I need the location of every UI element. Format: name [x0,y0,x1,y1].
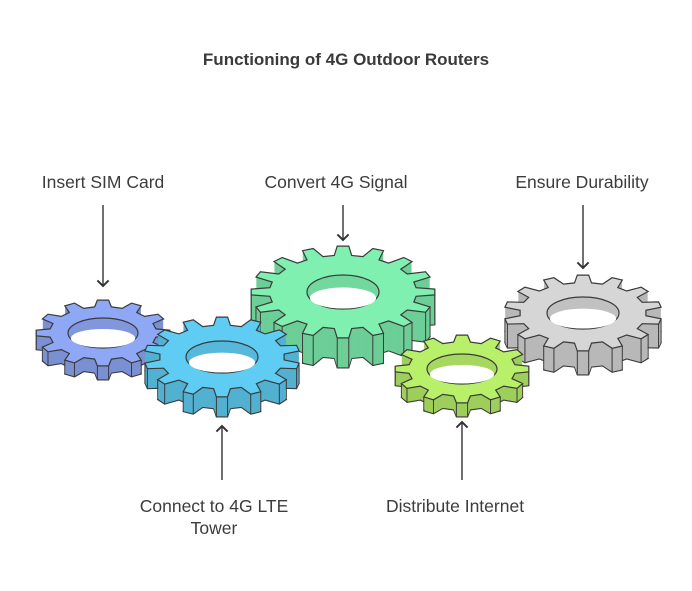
gear-distribute-internet [394,334,530,418]
gear-ensure-durability [504,274,662,376]
label-distribute-internet: Distribute Internet [385,496,525,516]
label-connect-4g-lte-tower: Connect to 4G LTE Tower [139,496,289,538]
label-insert-sim-card: Insert SIM Card [41,172,165,192]
gear-connect-lte-tower [144,316,300,418]
gear-insert-sim-card [35,299,171,381]
label-ensure-durability: Ensure Durability [515,172,649,192]
label-convert-4g-signal: Convert 4G Signal [264,172,408,192]
diagram-title: Functioning of 4G Outdoor Routers [202,50,490,69]
gear-convert-4g-signal [250,245,436,369]
